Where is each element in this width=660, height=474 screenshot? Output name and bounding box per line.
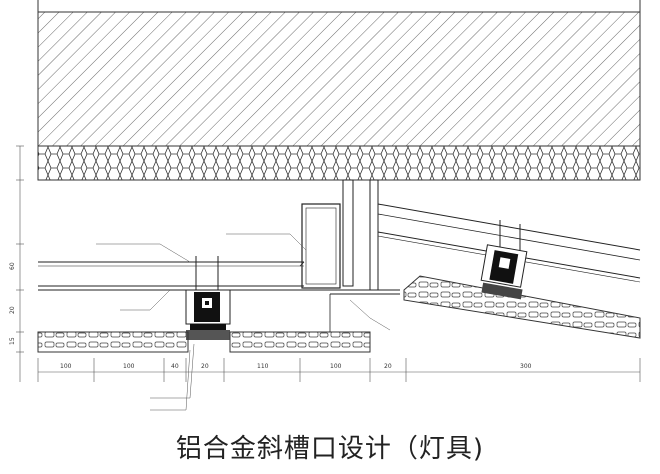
left-dim-60: 60: [9, 262, 16, 270]
bottom-dim-2: 100: [123, 363, 135, 370]
bottom-dimension-line: [37, 358, 641, 382]
bottom-dim-4: 20: [201, 363, 209, 370]
light-fixture-left: [185, 256, 231, 340]
bottom-dim-6: 100: [330, 363, 342, 370]
bottom-dim-3: 40: [171, 363, 179, 370]
light-fixture-right: [480, 220, 528, 300]
bottom-dim-5: 110: [257, 363, 269, 370]
bottom-dim-7: 20: [384, 363, 392, 370]
annotation-leaders: [96, 233, 391, 411]
sloped-ceiling-board: [403, 275, 641, 339]
figure-caption: 铝合金斜槽口设计（灯具): [175, 434, 485, 464]
bottom-dim-1: 100: [60, 363, 72, 370]
bottom-dim-8: 300: [520, 363, 532, 370]
left-dim-15: 15: [9, 337, 16, 345]
steel-post: [301, 179, 379, 291]
left-dimension-line: [16, 145, 24, 382]
ceiling-board-left: [37, 294, 371, 353]
concrete-slab: [37, 0, 641, 147]
left-dim-20: 20: [9, 306, 16, 314]
insulation-layer: [37, 145, 641, 181]
